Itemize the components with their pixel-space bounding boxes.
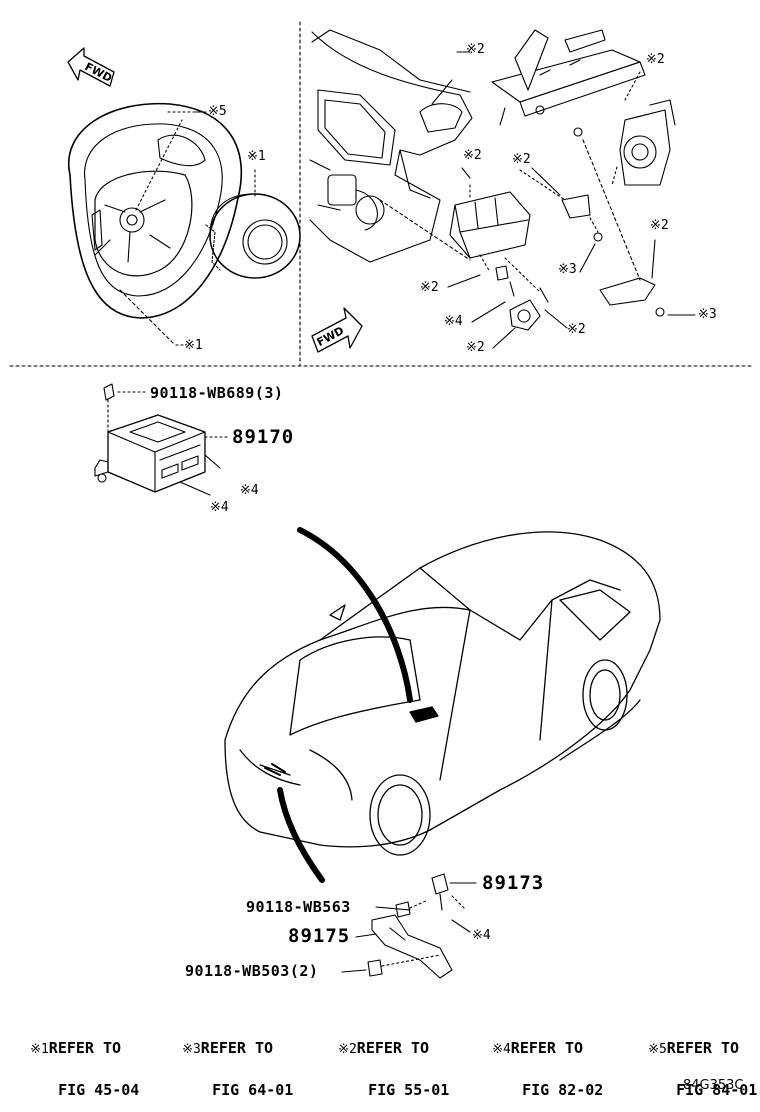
fwd-arrow-icon <box>67 47 115 87</box>
ref-mark-2-a: ※2 <box>466 42 485 57</box>
airbag-ecu <box>94 383 229 496</box>
refer-note-mark: ※5 <box>648 1042 667 1057</box>
bracket-right <box>519 139 665 317</box>
ref-mark-4-sensor: ※4 <box>472 928 491 943</box>
part-number-nut: 90118-WB689(3) <box>150 384 284 402</box>
part-number-ecu: 89170 <box>232 426 295 448</box>
ref-mark-2-c: ※2 <box>463 148 482 163</box>
part-number-bolt-1: 90118-WB563 <box>246 898 351 916</box>
refer-note-mark: ※3 <box>182 1042 201 1057</box>
ref-mark-2-d: ※2 <box>512 152 531 167</box>
refer-note-mark: ※4 <box>492 1042 511 1057</box>
passenger-airbag <box>449 184 531 259</box>
panel-dividers <box>9 21 753 367</box>
part-number-bracket: 89175 <box>288 925 351 947</box>
refer-note-line1: REFER TO <box>666 1039 740 1057</box>
refer-note-line1: REFER TO <box>510 1039 584 1057</box>
steering-wheel <box>67 102 243 346</box>
refer-note-4: ※4REFER TO FIG 82-02 <box>474 1018 603 1100</box>
refer-note-line2: FIG 45-04 <box>58 1081 140 1099</box>
refer-note-mark: ※1 <box>30 1042 49 1057</box>
refer-note-2: ※2REFER TO FIG 55-01 <box>320 1018 449 1100</box>
ref-mark-2-e: ※2 <box>650 218 669 233</box>
ref-mark-4-ecu-a: ※4 <box>240 483 259 498</box>
refer-note-line2: FIG 84-01 <box>676 1081 758 1099</box>
front-sensor-assembly <box>341 873 477 979</box>
left-leaders <box>175 111 207 346</box>
refer-note-mark: ※2 <box>338 1042 357 1057</box>
ref-mark-2-b: ※2 <box>646 52 665 67</box>
refer-note-line2: FIG 64-01 <box>212 1081 294 1099</box>
ref-mark-5: ※5 <box>208 104 227 119</box>
pointer-arrows <box>277 527 413 883</box>
refer-note-line2: FIG 82-02 <box>522 1081 604 1099</box>
part-number-sensor: 89173 <box>482 872 545 894</box>
refer-note-line1: REFER TO <box>200 1039 274 1057</box>
part-number-bolt-2: 90118-WB503(2) <box>185 962 319 980</box>
ref-mark-1: ※1 <box>247 149 266 164</box>
refer-note-3: ※3REFER TO FIG 64-01 <box>164 1018 293 1100</box>
ref-mark-4-ecu-b: ※4 <box>210 500 229 515</box>
refer-note-1: ※1REFER TO FIG 45-04 <box>12 1018 139 1100</box>
reinforcement-beam <box>491 29 676 186</box>
ref-mark-2-h: ※2 <box>466 340 485 355</box>
ref-mark-3-b: ※3 <box>698 307 717 322</box>
fwd-arrow-icon-2 <box>311 307 363 353</box>
ref-mark-4: ※4 <box>444 314 463 329</box>
car-outline <box>224 531 661 856</box>
ref-mark-2-f: ※2 <box>420 280 439 295</box>
small-sensor <box>379 199 549 331</box>
refer-note-5: ※5REFER TO FIG 84-01 <box>630 1018 757 1100</box>
airbag-pad <box>205 169 301 279</box>
refer-note-line1: REFER TO <box>48 1039 122 1057</box>
diagram-code: 84G353C <box>683 1078 744 1093</box>
ref-mark-1-b: ※1 <box>184 338 203 353</box>
ref-mark-2-g: ※2 <box>567 322 586 337</box>
refer-note-line1: REFER TO <box>356 1039 430 1057</box>
refer-note-line2: FIG 55-01 <box>368 1081 450 1099</box>
instrument-panel <box>309 29 473 263</box>
top-right-leaders <box>431 51 696 349</box>
ref-mark-3-a: ※3 <box>558 262 577 277</box>
